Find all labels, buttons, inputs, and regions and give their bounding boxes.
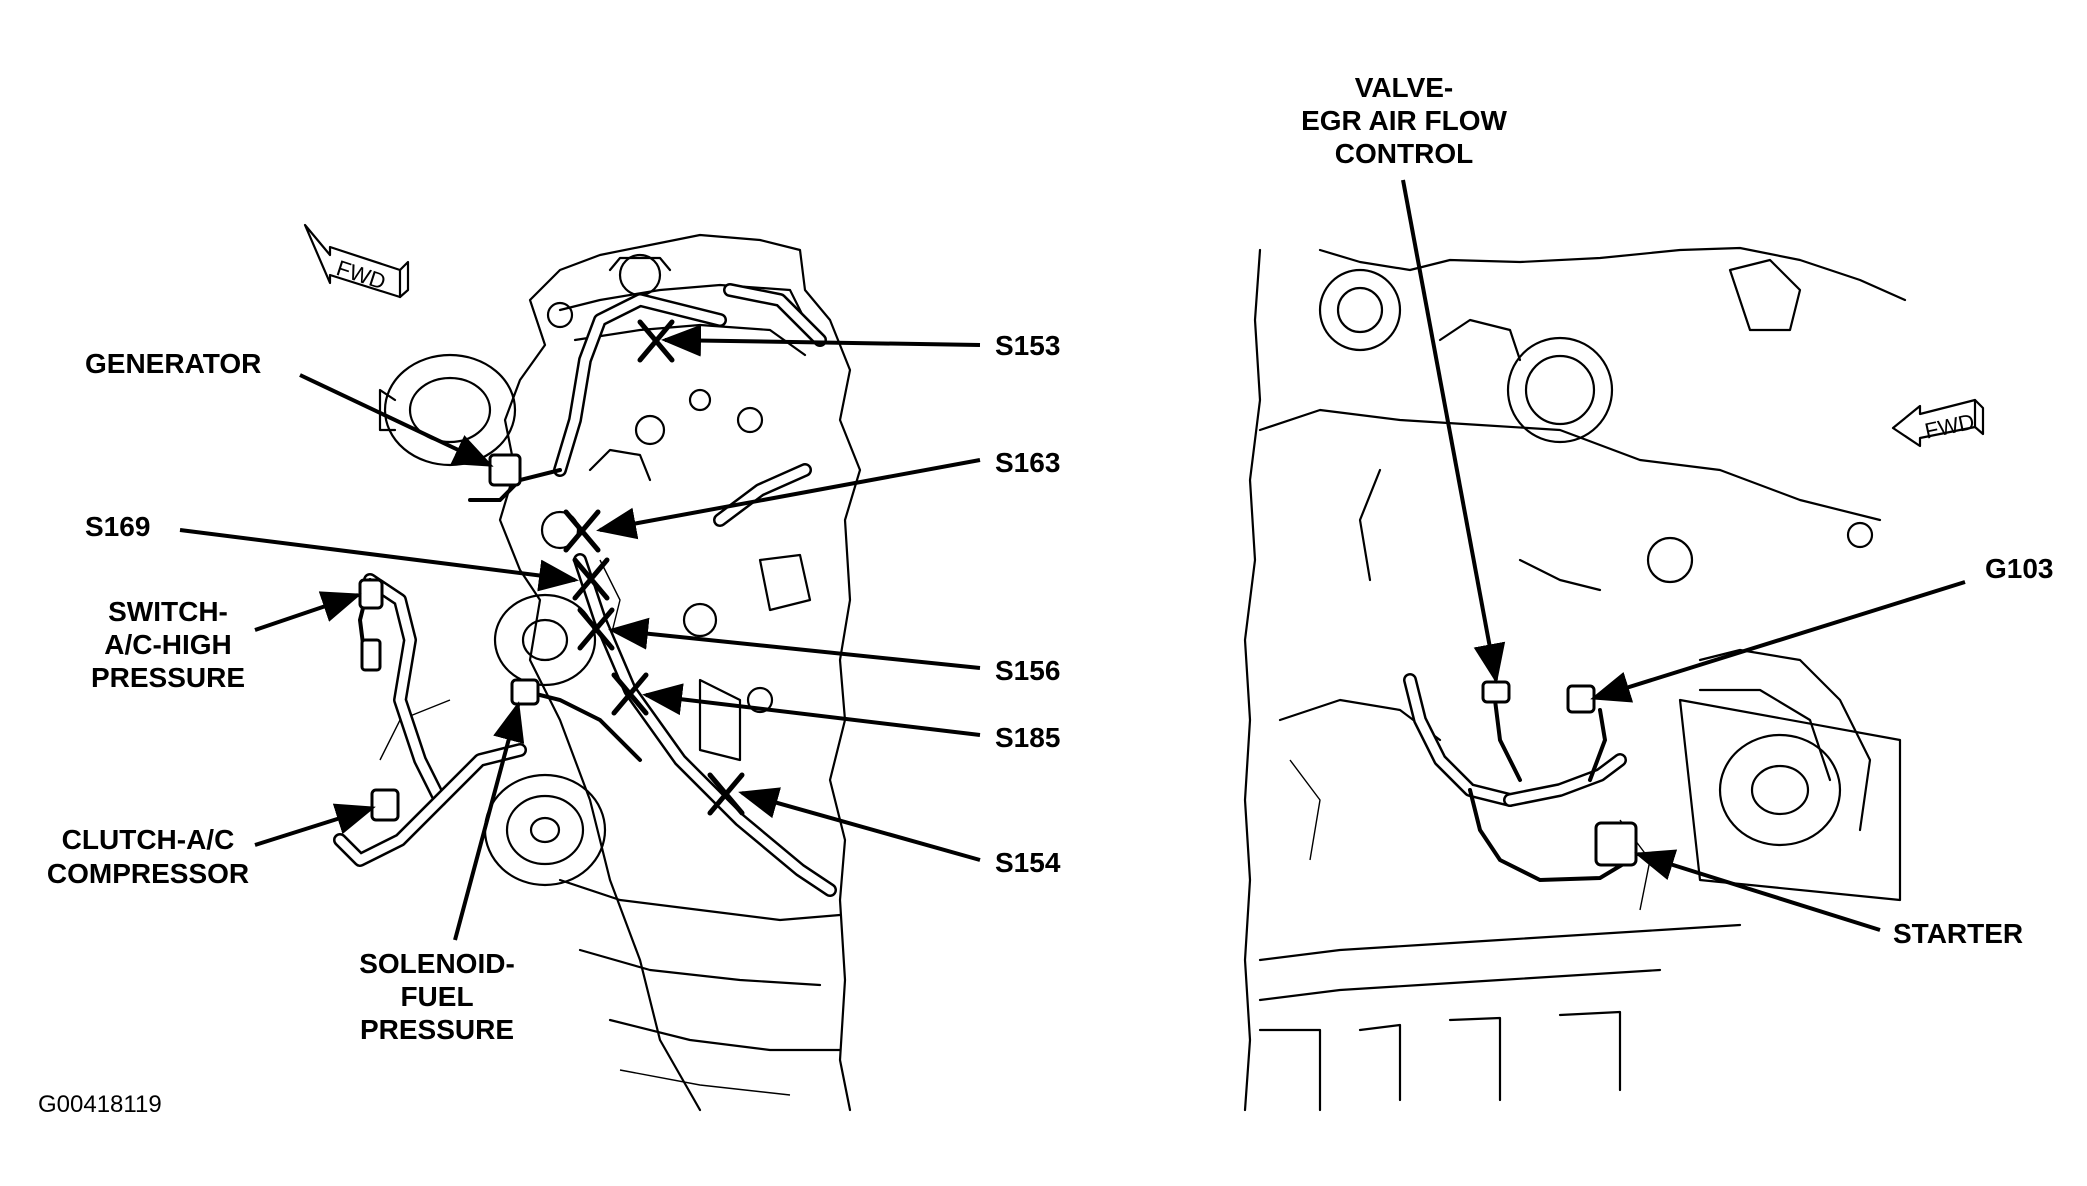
left-splice-marks [563,319,745,816]
fuel-pressure-solenoid-connector [510,678,540,706]
label-clutch-line2: COMPRESSOR [47,858,249,889]
fwd-label-left: FWD [333,255,388,294]
label-solenoid-line2: FUEL [400,981,473,1012]
splice-s154-mark [707,772,745,816]
label-s169: S169 [85,511,150,542]
ac-compressor-clutch-connector [370,788,400,822]
leader-s169 [179,528,579,592]
right-labels: VALVE- EGR AIR FLOW CONTROL G103 STARTER [1301,72,2053,949]
generator-connector [488,453,522,487]
figure-id: G00418119 [38,1091,162,1118]
label-solenoid-line1: SOLENOID- [359,948,515,979]
left-leader-lines [179,324,981,941]
leader-s153 [661,324,981,357]
starter-connector [1594,821,1638,867]
leader-s163 [596,458,981,540]
left-wiring-harness [333,283,837,897]
g103-ground-terminal [1566,684,1596,714]
left-connectors [358,453,540,822]
left-labels: GENERATOR S153 S163 S169 SWITCH- A/C-HIG… [47,330,1061,1045]
leader-solenoid [453,701,525,941]
label-switch-line2: A/C-HIGH [104,629,232,660]
ac-high-pressure-switch-connector [358,578,384,610]
leader-starter [1634,849,1881,932]
leader-s156 [608,617,981,670]
label-switch-line1: SWITCH- [108,596,228,627]
leader-s185 [642,683,981,737]
label-valve-line3: CONTROL [1335,138,1473,169]
label-clutch-line1: CLUTCH-A/C [62,824,235,855]
splice-s156-mark [577,607,615,651]
leader-valve [1401,179,1506,684]
label-generator: GENERATOR [85,348,261,379]
label-s153: S153 [995,330,1060,361]
splice-s185-mark [611,672,649,716]
leader-clutch [254,803,376,847]
ac-high-pressure-switch [360,638,382,672]
leader-s154 [738,787,981,862]
egr-valve-connector [1481,680,1511,704]
label-s154: S154 [995,847,1061,878]
splice-s163-mark [563,509,601,553]
label-valve-line2: EGR AIR FLOW [1301,105,1507,136]
fwd-label-right: FWD [1922,409,1976,444]
right-engine-illustration [1243,246,1907,1112]
fwd-arrow-right: FWD [1891,398,1985,448]
right-wiring-harness [1403,673,1632,883]
label-s163: S163 [995,447,1060,478]
leader-generator [299,373,494,467]
leader-g103 [1590,580,1966,703]
splice-s169-mark [572,557,610,601]
left-engine-illustration [378,233,862,1112]
label-s156: S156 [995,655,1060,686]
label-starter: STARTER [1893,918,2023,949]
label-solenoid-line3: PRESSURE [360,1014,514,1045]
label-g103: G103 [1985,553,2054,584]
fwd-arrow-left: FWD [303,223,410,299]
label-switch-line3: PRESSURE [91,662,245,693]
label-s185: S185 [995,722,1060,753]
leader-switch [254,591,362,632]
right-leader-lines [1401,179,1966,932]
label-valve-line1: VALVE- [1355,72,1454,103]
